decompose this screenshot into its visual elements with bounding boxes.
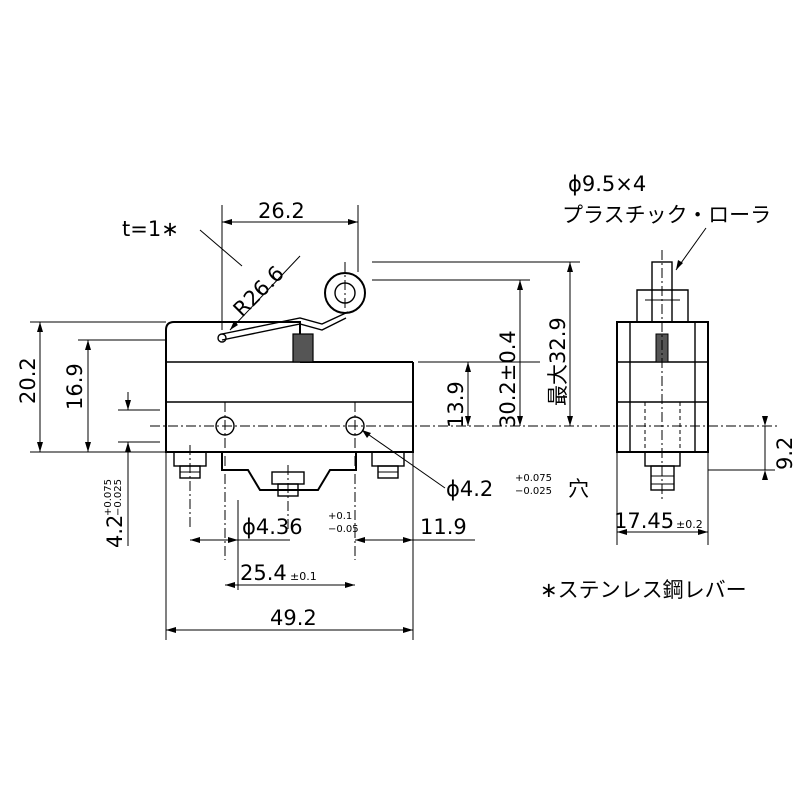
svg-text:+0.075: +0.075	[103, 479, 114, 516]
svg-text:−0.05: −0.05	[328, 524, 359, 535]
svg-text:25.4: 25.4	[240, 561, 287, 585]
lever	[221, 311, 349, 335]
dim-lever-radius: R26.6	[229, 261, 289, 321]
dim-total-height: 20.2	[16, 357, 40, 404]
dim-right-margin: 11.9	[420, 515, 467, 539]
dim-hole-pitch: 25.4 ±0.1	[240, 561, 317, 585]
svg-text:17.45: 17.45	[614, 509, 674, 533]
note-roller-material: プラスチック・ローラ	[562, 203, 771, 227]
dim-side-hole-height: 9.2	[773, 437, 797, 470]
dim-hole-height: 13.9	[444, 381, 468, 428]
plunger	[292, 333, 314, 363]
dim-body-height: 16.9	[63, 363, 87, 410]
svg-text:穴: 穴	[568, 477, 589, 501]
dimension-labels: 26.2 t=1∗ R26.6 20.2 16.9 4.2 +0.075 −0.…	[16, 199, 797, 630]
svg-text:ϕ4.36: ϕ4.36	[242, 515, 303, 539]
dim-side-width: 17.45 ±0.2	[614, 509, 703, 533]
lever-pivot	[217, 333, 227, 343]
dim-lever-thickness: t=1∗	[122, 217, 179, 241]
roller-outer	[324, 272, 366, 314]
svg-text:−0.025: −0.025	[113, 479, 124, 516]
terminal-right	[371, 451, 405, 479]
svg-text:ϕ4.2: ϕ4.2	[446, 477, 493, 501]
dimension-lines	[30, 205, 580, 640]
dim-lever-reach: 26.2	[258, 199, 305, 223]
svg-text:4.2: 4.2	[103, 515, 127, 548]
svg-text:−0.025: −0.025	[515, 486, 552, 497]
note-lever-material: ∗ステンレス鋼レバー	[540, 578, 747, 602]
switch-body-top	[165, 321, 301, 362]
center-lines	[150, 262, 780, 560]
svg-text:±0.2: ±0.2	[676, 518, 703, 531]
dim-terminal-offset: 4.2 +0.075 −0.025	[103, 479, 127, 548]
dim-max-height: 最大32.9	[546, 317, 570, 406]
svg-text:+0.1: +0.1	[328, 511, 352, 522]
svg-text:±0.1: ±0.1	[290, 570, 317, 583]
switch-body	[165, 362, 414, 453]
note-roller-size: ϕ9.5×4	[568, 172, 646, 196]
dim-operating-position: 30.2±0.4	[496, 330, 520, 428]
notes: ϕ9.5×4 プラスチック・ローラ ∗ステンレス鋼レバー	[540, 172, 771, 602]
dim-terminal-dia: ϕ4.36 +0.1 −0.05	[242, 511, 359, 539]
dim-total-width: 49.2	[270, 606, 317, 630]
svg-text:+0.075: +0.075	[515, 473, 552, 484]
dim-mount-hole: ϕ4.2 +0.075 −0.025 穴	[446, 473, 589, 501]
side-dimension-lines	[616, 416, 775, 545]
side-view	[616, 227, 709, 500]
front-view	[165, 272, 414, 497]
